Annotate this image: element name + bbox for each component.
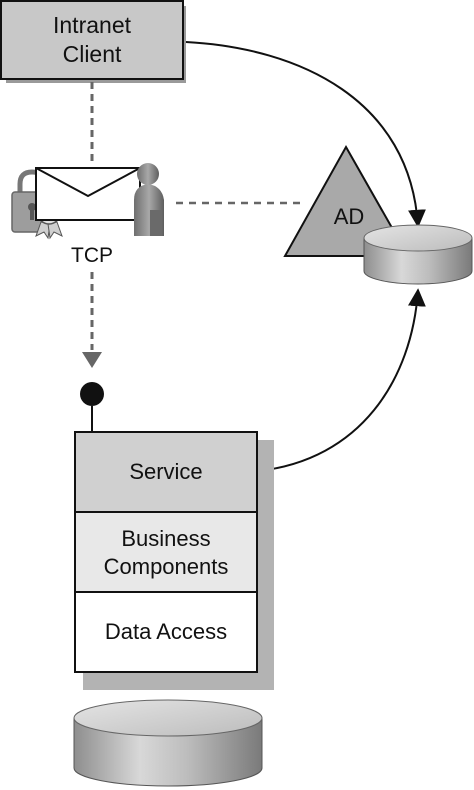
intranet-client-box: Intranet Client (0, 0, 186, 83)
dashed-arrowhead (82, 352, 102, 368)
service-to-database-arrow (257, 288, 426, 472)
active-directory-triangle: AD (283, 144, 410, 257)
business-label-line2: Components (104, 554, 229, 579)
database-icon (363, 224, 473, 285)
data-access-layer (74, 591, 258, 673)
database-icon (73, 699, 263, 787)
service-stack: Service Business Components Data Access (74, 431, 274, 690)
business-components-layer (74, 511, 258, 593)
user-icon (134, 163, 164, 236)
service-endpoint-connector (80, 382, 104, 432)
service-label: Service (129, 459, 202, 484)
data-access-label: Data Access (105, 619, 227, 644)
service-layer (74, 431, 258, 513)
client-label-line1: Intranet (53, 12, 132, 38)
client-label-line2: Client (63, 41, 122, 67)
client-to-database-arrow (185, 41, 426, 228)
tcp-label: TCP (71, 244, 113, 267)
business-label-line1: Business (121, 526, 210, 551)
ad-label: AD (334, 204, 365, 229)
envelope-icon (35, 167, 141, 221)
